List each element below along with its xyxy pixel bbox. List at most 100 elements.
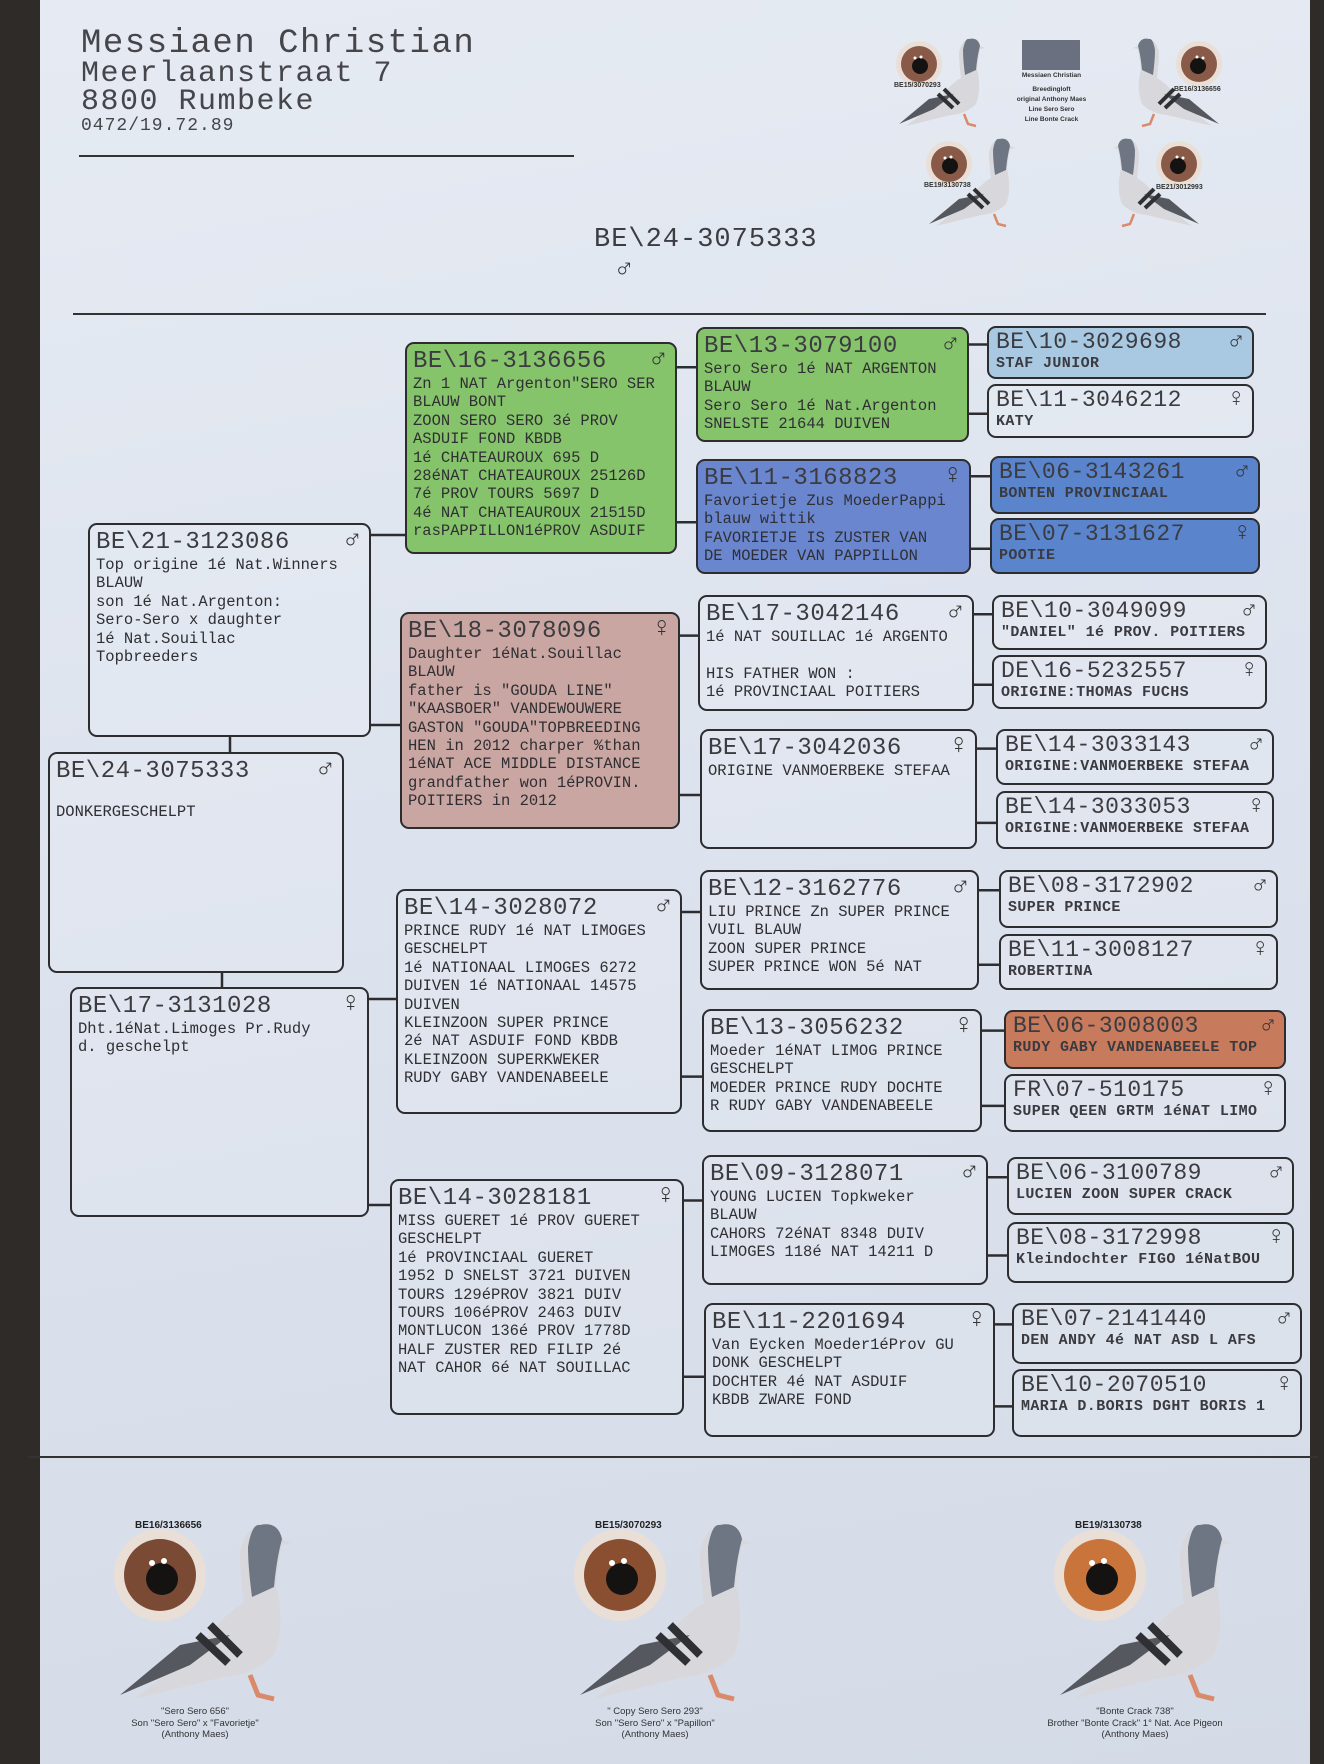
- pigeon-info-line: KLEINZOON SUPERKWEKER: [404, 1050, 600, 1069]
- pigeon-info-line: KLEINZOON SUPER PRINCE: [404, 1014, 609, 1033]
- pigeon-info-line: DOCHTER 4é NAT ASDUIF: [712, 1372, 908, 1391]
- great-grandparent-card[interactable]: BE\17-3042036♀ORIGINE VANMOERBEKE STEFAA: [700, 729, 977, 849]
- pigeon-info-line: ZOON SERO SERO 3é PROV: [413, 411, 618, 430]
- grandparent-card[interactable]: BE\14-3028181♀MISS GUERET 1é PROV GUERET…: [390, 1179, 684, 1415]
- subject-pigeon-card[interactable]: BE\24-3075333♂ DONKERGESCHELPT: [48, 752, 344, 973]
- great-great-grandparent-card[interactable]: BE\10-3029698♂STAF JUNIOR: [987, 326, 1254, 379]
- pigeon-photo-label: BE19/3130738: [1075, 1520, 1142, 1531]
- pigeon-info-line: 28éNAT CHATEAUROUX 25126D: [413, 467, 646, 486]
- male-symbol-icon: ♂: [1260, 1010, 1276, 1040]
- pigeon-body-icon: [1113, 138, 1199, 228]
- pigeon-info-line: SUPER QEEN GRTM 1éNAT LIMO: [1013, 1103, 1258, 1120]
- ring-number: BE\06-3143261: [999, 459, 1185, 485]
- great-great-grandparent-card[interactable]: BE\07-3131627♀POOTIE: [990, 518, 1260, 574]
- grandparent-card[interactable]: BE\16-3136656♂Zn 1 NAT Argenton"SERO SER…: [405, 342, 677, 554]
- female-symbol-icon: ♀: [653, 614, 670, 645]
- ring-number: BE\18-3078096: [408, 618, 602, 645]
- top-divider: [73, 313, 1266, 315]
- ring-number: BE\11-3046212: [996, 387, 1182, 413]
- pigeon-photo-label: BE16/3136656: [135, 1520, 202, 1531]
- logo-pigeon-icon: [1113, 138, 1202, 228]
- logo-pigeon-icon: [896, 38, 985, 128]
- pedigree-sheet: [40, 0, 1310, 1764]
- great-great-grandparent-card[interactable]: BE\10-2070510♀MARIA D.BORIS DGHT BORIS 1: [1012, 1369, 1302, 1437]
- logo-pigeon-icon: [926, 138, 1015, 228]
- great-great-grandparent-card[interactable]: BE\08-3172998♀Kleindochter FIGO 1éNatBOU: [1007, 1222, 1294, 1283]
- pigeon-info-line: GESCHELPT: [710, 1060, 794, 1079]
- great-great-grandparent-card[interactable]: BE\06-3100789♂LUCIEN ZOON SUPER CRACK: [1007, 1157, 1294, 1215]
- owner-photo: [1022, 40, 1080, 70]
- ring-number: BE\24-3075333: [56, 758, 250, 785]
- male-symbol-icon: ♂: [650, 344, 667, 375]
- great-great-grandparent-card[interactable]: BE\10-3049099♂"DANIEL" 1é PROV. POITIERS: [992, 595, 1267, 650]
- pigeon-info-line: GASTON "GOUDA"TOPBREEDING: [408, 718, 641, 737]
- owner-name: Messiaen Christian: [81, 25, 476, 63]
- pigeon-info-line: SUPER PRINCE: [1008, 899, 1121, 916]
- pigeon-info-line: Topbreeders: [96, 648, 199, 667]
- great-great-grandparent-card[interactable]: BE\08-3172902♂SUPER PRINCE: [999, 870, 1278, 928]
- pigeon-info-line: BONTEN PROVINCIAAL: [999, 485, 1169, 502]
- pigeon-eye-icon: [896, 41, 942, 87]
- ring-number: BE\07-3131627: [999, 521, 1185, 547]
- pigeon-photo-caption: " Copy Sero Sero 293": [607, 1706, 703, 1717]
- grandparent-card[interactable]: BE\14-3028072♂PRINCE RUDY 1é NAT LIMOGES…: [396, 889, 682, 1114]
- male-symbol-icon: ♂: [655, 891, 672, 922]
- pigeon-info-line: DONKERGESCHELPT: [56, 803, 196, 822]
- ring-number: BE\17-3131028: [78, 993, 272, 1020]
- pigeon-info-line: 4é NAT CHATEAUROUX 21515D: [413, 503, 646, 522]
- pigeon-info-line: 1é NATIONAAL LIMOGES 6272: [404, 958, 637, 977]
- pigeon-info-line: ROBERTINA: [1008, 963, 1093, 980]
- pigeon-info-line: blauw wittik: [704, 510, 816, 529]
- pigeon-info-line: son 1é Nat.Argenton:: [96, 592, 283, 611]
- great-great-grandparent-card[interactable]: BE\11-3046212♀KATY: [987, 384, 1254, 438]
- header-underline: [79, 155, 574, 157]
- pigeon-info-line: 1é NAT SOUILLAC 1é ARGENTO: [706, 628, 948, 646]
- pigeon-info-line: MOEDER PRINCE RUDY DOCHTE: [710, 1078, 943, 1097]
- great-grandparent-card[interactable]: BE\11-2201694♀Van Eycken Moeder1éProv GU…: [704, 1303, 995, 1437]
- ring-number: BE\14-3028072: [404, 895, 598, 922]
- female-symbol-icon: ♀: [955, 1011, 972, 1042]
- pigeon-info-line: FAVORIETJE IS ZUSTER VAN: [704, 528, 928, 547]
- pigeon-info-line: TOURS 106éPROV 2463 DUIV: [398, 1304, 622, 1323]
- great-grandparent-card[interactable]: BE\12-3162776♂LIU PRINCE Zn SUPER PRINCE…: [700, 870, 979, 990]
- pigeon-info-line: Favorietje Zus MoederPappi: [704, 492, 946, 510]
- great-grandparent-card[interactable]: BE\11-3168823♀Favorietje Zus MoederPappi…: [696, 459, 971, 574]
- pigeon-photo-caption: (Anthony Maes): [161, 1729, 229, 1740]
- pigeon-info-line: Top origine 1é Nat.Winners: [96, 556, 338, 574]
- pigeon-eye-icon: [926, 141, 972, 187]
- great-great-grandparent-card[interactable]: BE\14-3033053♀ORIGINE:VANMOERBEKE STEFAA: [996, 791, 1274, 849]
- great-great-grandparent-card[interactable]: DE\16-5232557♀ORIGINE:THOMAS FUCHS: [992, 655, 1267, 709]
- pigeon-info-line: POITIERS in 2012: [408, 792, 557, 811]
- great-great-grandparent-card[interactable]: BE\11-3008127♀ROBERTINA: [999, 934, 1278, 990]
- great-great-grandparent-card[interactable]: BE\06-3008003♂RUDY GABY VANDENABEELE TOP: [1004, 1010, 1286, 1069]
- pigeon-info-line: POOTIE: [999, 547, 1056, 564]
- great-great-grandparent-card[interactable]: FR\07-510175♀SUPER QEEN GRTM 1éNAT LIMO: [1004, 1074, 1286, 1132]
- logo-text-line: Line Sero Sero: [1028, 106, 1075, 113]
- ring-number: BE\17-3042036: [708, 735, 902, 762]
- great-grandparent-card[interactable]: BE\17-3042146♂1é NAT SOUILLAC 1é ARGENTO…: [698, 595, 974, 711]
- logo-pigeon-icon: [1133, 38, 1222, 128]
- pigeon-body-icon: [1133, 38, 1219, 128]
- pigeon-info-line: LUCIEN ZOON SUPER CRACK: [1016, 1186, 1233, 1203]
- female-symbol-icon: ♀: [1268, 1222, 1284, 1252]
- owner-city: 8800 Rumbeke: [81, 85, 316, 119]
- sire-card[interactable]: BE\21-3123086♂Top origine 1é Nat.Winners…: [88, 523, 371, 737]
- great-great-grandparent-card[interactable]: BE\06-3143261♂BONTEN PROVINCIAAL: [990, 456, 1260, 514]
- pigeon-photo-caption: (Anthony Maes): [621, 1729, 689, 1740]
- pigeon-info-line: 1é PROVINCIAAL GUERET: [398, 1248, 594, 1267]
- great-great-grandparent-card[interactable]: BE\07-2141440♂DEN ANDY 4é NAT ASD L AFS: [1012, 1303, 1302, 1364]
- ring-number: BE\14-3028181: [398, 1185, 592, 1212]
- ring-number: BE\10-3029698: [996, 329, 1182, 355]
- pigeon-info-line: BLAUW BONT: [413, 393, 507, 412]
- logo-text-line: original Anthony Maes: [1016, 96, 1087, 103]
- pigeon-info-line: SUPER PRINCE WON 5é NAT: [708, 958, 922, 977]
- great-great-grandparent-card[interactable]: BE\14-3033143♂ORIGINE:VANMOERBEKE STEFAA: [996, 729, 1274, 785]
- pigeon-info-line: ZOON SUPER PRINCE: [708, 939, 867, 958]
- pigeon-photo: [1054, 1524, 1232, 1702]
